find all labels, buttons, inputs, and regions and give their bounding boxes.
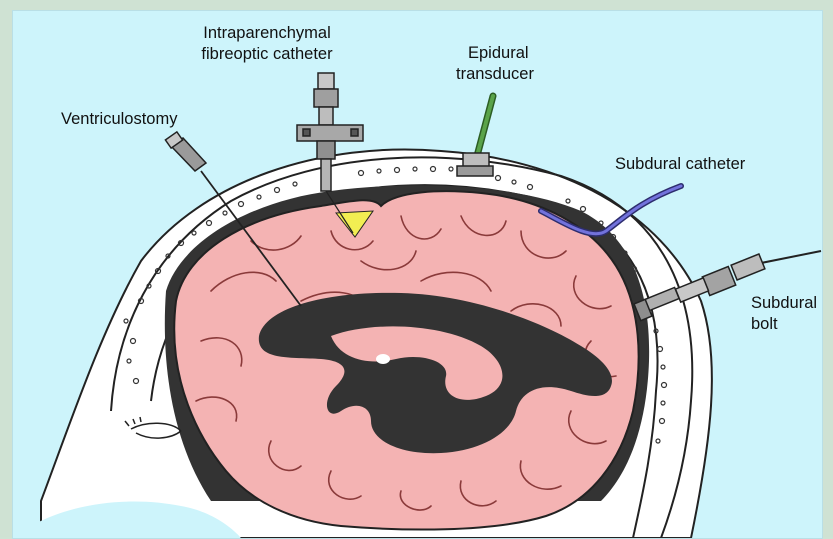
label-subdural-bolt-line1: Subdural <box>751 293 817 314</box>
label-subdural-bolt: Subdural bolt <box>751 293 817 335</box>
label-intraparenchymal-line2: fibreoptic catheter <box>187 44 347 65</box>
label-intraparenchymal-line1: Intraparenchymal <box>187 23 347 44</box>
epidural-device <box>457 96 493 176</box>
label-epidural-line2: transducer <box>456 64 534 85</box>
diagram-panel: Intraparenchymal fibreoptic catheter Epi… <box>12 10 823 539</box>
brain-diagram <box>13 11 822 538</box>
label-epidural-line1: Epidural <box>456 43 534 64</box>
label-subdural-bolt-line2: bolt <box>751 314 817 335</box>
label-intraparenchymal: Intraparenchymal fibreoptic catheter <box>187 23 347 65</box>
label-subdural-catheter: Subdural catheter <box>615 154 745 175</box>
label-epidural: Epidural transducer <box>456 43 534 85</box>
label-ventriculostomy: Ventriculostomy <box>61 109 177 130</box>
ventricle-hole <box>376 354 390 364</box>
